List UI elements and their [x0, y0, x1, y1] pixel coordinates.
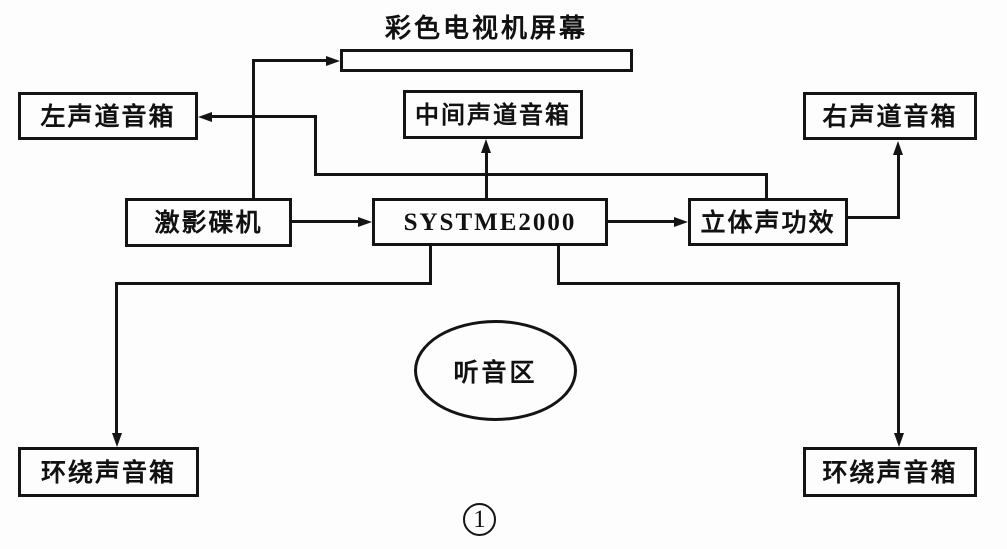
tv-screen-title: 彩色电视机屏幕 [384, 14, 588, 44]
node-disc-player: 激影碟机 [125, 198, 292, 247]
connector-discplayer-mainunit [292, 220, 360, 223]
node-surround-right: 环绕声音箱 [803, 447, 977, 497]
connector-discplayer-tv-vertical [252, 60, 255, 198]
arrowhead-into-surroundleft-icon [112, 433, 122, 447]
arrowhead-into-centerspeaker-icon [481, 139, 491, 153]
node-tv-screen [340, 49, 633, 72]
connector-mainunit-surroundright-horizontal [557, 282, 900, 285]
main-unit-label: SYSTME2000 [403, 208, 577, 236]
node-stereo-amp: 立体声功效 [688, 198, 848, 246]
left-speaker-label: 左声道音箱 [40, 101, 176, 131]
connector-mainunit-surroundright-stub [557, 246, 560, 285]
arrowhead-into-surroundright-icon [894, 433, 904, 447]
connector-mainunit-surroundleft-horizontal [115, 282, 432, 285]
arrowhead-into-mainunit-icon [358, 217, 372, 227]
connector-discplayer-tv-horizontal [252, 59, 330, 62]
arrowhead-into-leftspeaker-icon [198, 112, 212, 122]
figure-number: 1 [473, 505, 486, 533]
node-right-speaker: 右声道音箱 [803, 92, 977, 140]
node-left-speaker: 左声道音箱 [18, 92, 198, 140]
connector-stereoamp-rightspeaker-vertical [897, 154, 900, 219]
connector-stereoamp-leftspeaker-horizontal [314, 173, 768, 176]
connector-mainunit-surroundright-vertical [897, 282, 900, 435]
arrowhead-into-rightspeaker-icon [893, 141, 903, 155]
connector-mainunit-surroundleft-vertical [115, 282, 118, 435]
figure-number-badge: 1 [463, 503, 496, 536]
connector-mainunit-surroundleft-stub [429, 246, 432, 285]
node-center-speaker: 中间声道音箱 [403, 90, 583, 139]
connector-stereoamp-leftspeaker-stub [765, 174, 768, 198]
listening-area-label: 听音区 [453, 357, 538, 387]
connector-stereoamp-leftspeaker-top [212, 115, 317, 118]
surround-left-label: 环绕声音箱 [40, 457, 176, 487]
connector-mainunit-stereoamp [608, 220, 676, 223]
surround-right-label: 环绕声音箱 [822, 457, 958, 487]
node-listening-area: 听音区 [414, 320, 577, 421]
node-surround-left: 环绕声音箱 [18, 447, 199, 497]
center-speaker-label: 中间声道音箱 [415, 100, 571, 129]
node-main-unit: SYSTME2000 [372, 198, 608, 246]
arrowhead-into-stereoamp-icon [674, 217, 688, 227]
arrowhead-into-tv-icon [326, 56, 340, 66]
connector-stereoamp-rightspeaker-horizontal [848, 216, 900, 219]
right-speaker-label: 右声道音箱 [822, 101, 958, 131]
connector-stereoamp-leftspeaker-vertical [314, 115, 317, 176]
disc-player-label: 激影碟机 [154, 208, 263, 237]
stereo-amp-label: 立体声功效 [700, 207, 836, 237]
